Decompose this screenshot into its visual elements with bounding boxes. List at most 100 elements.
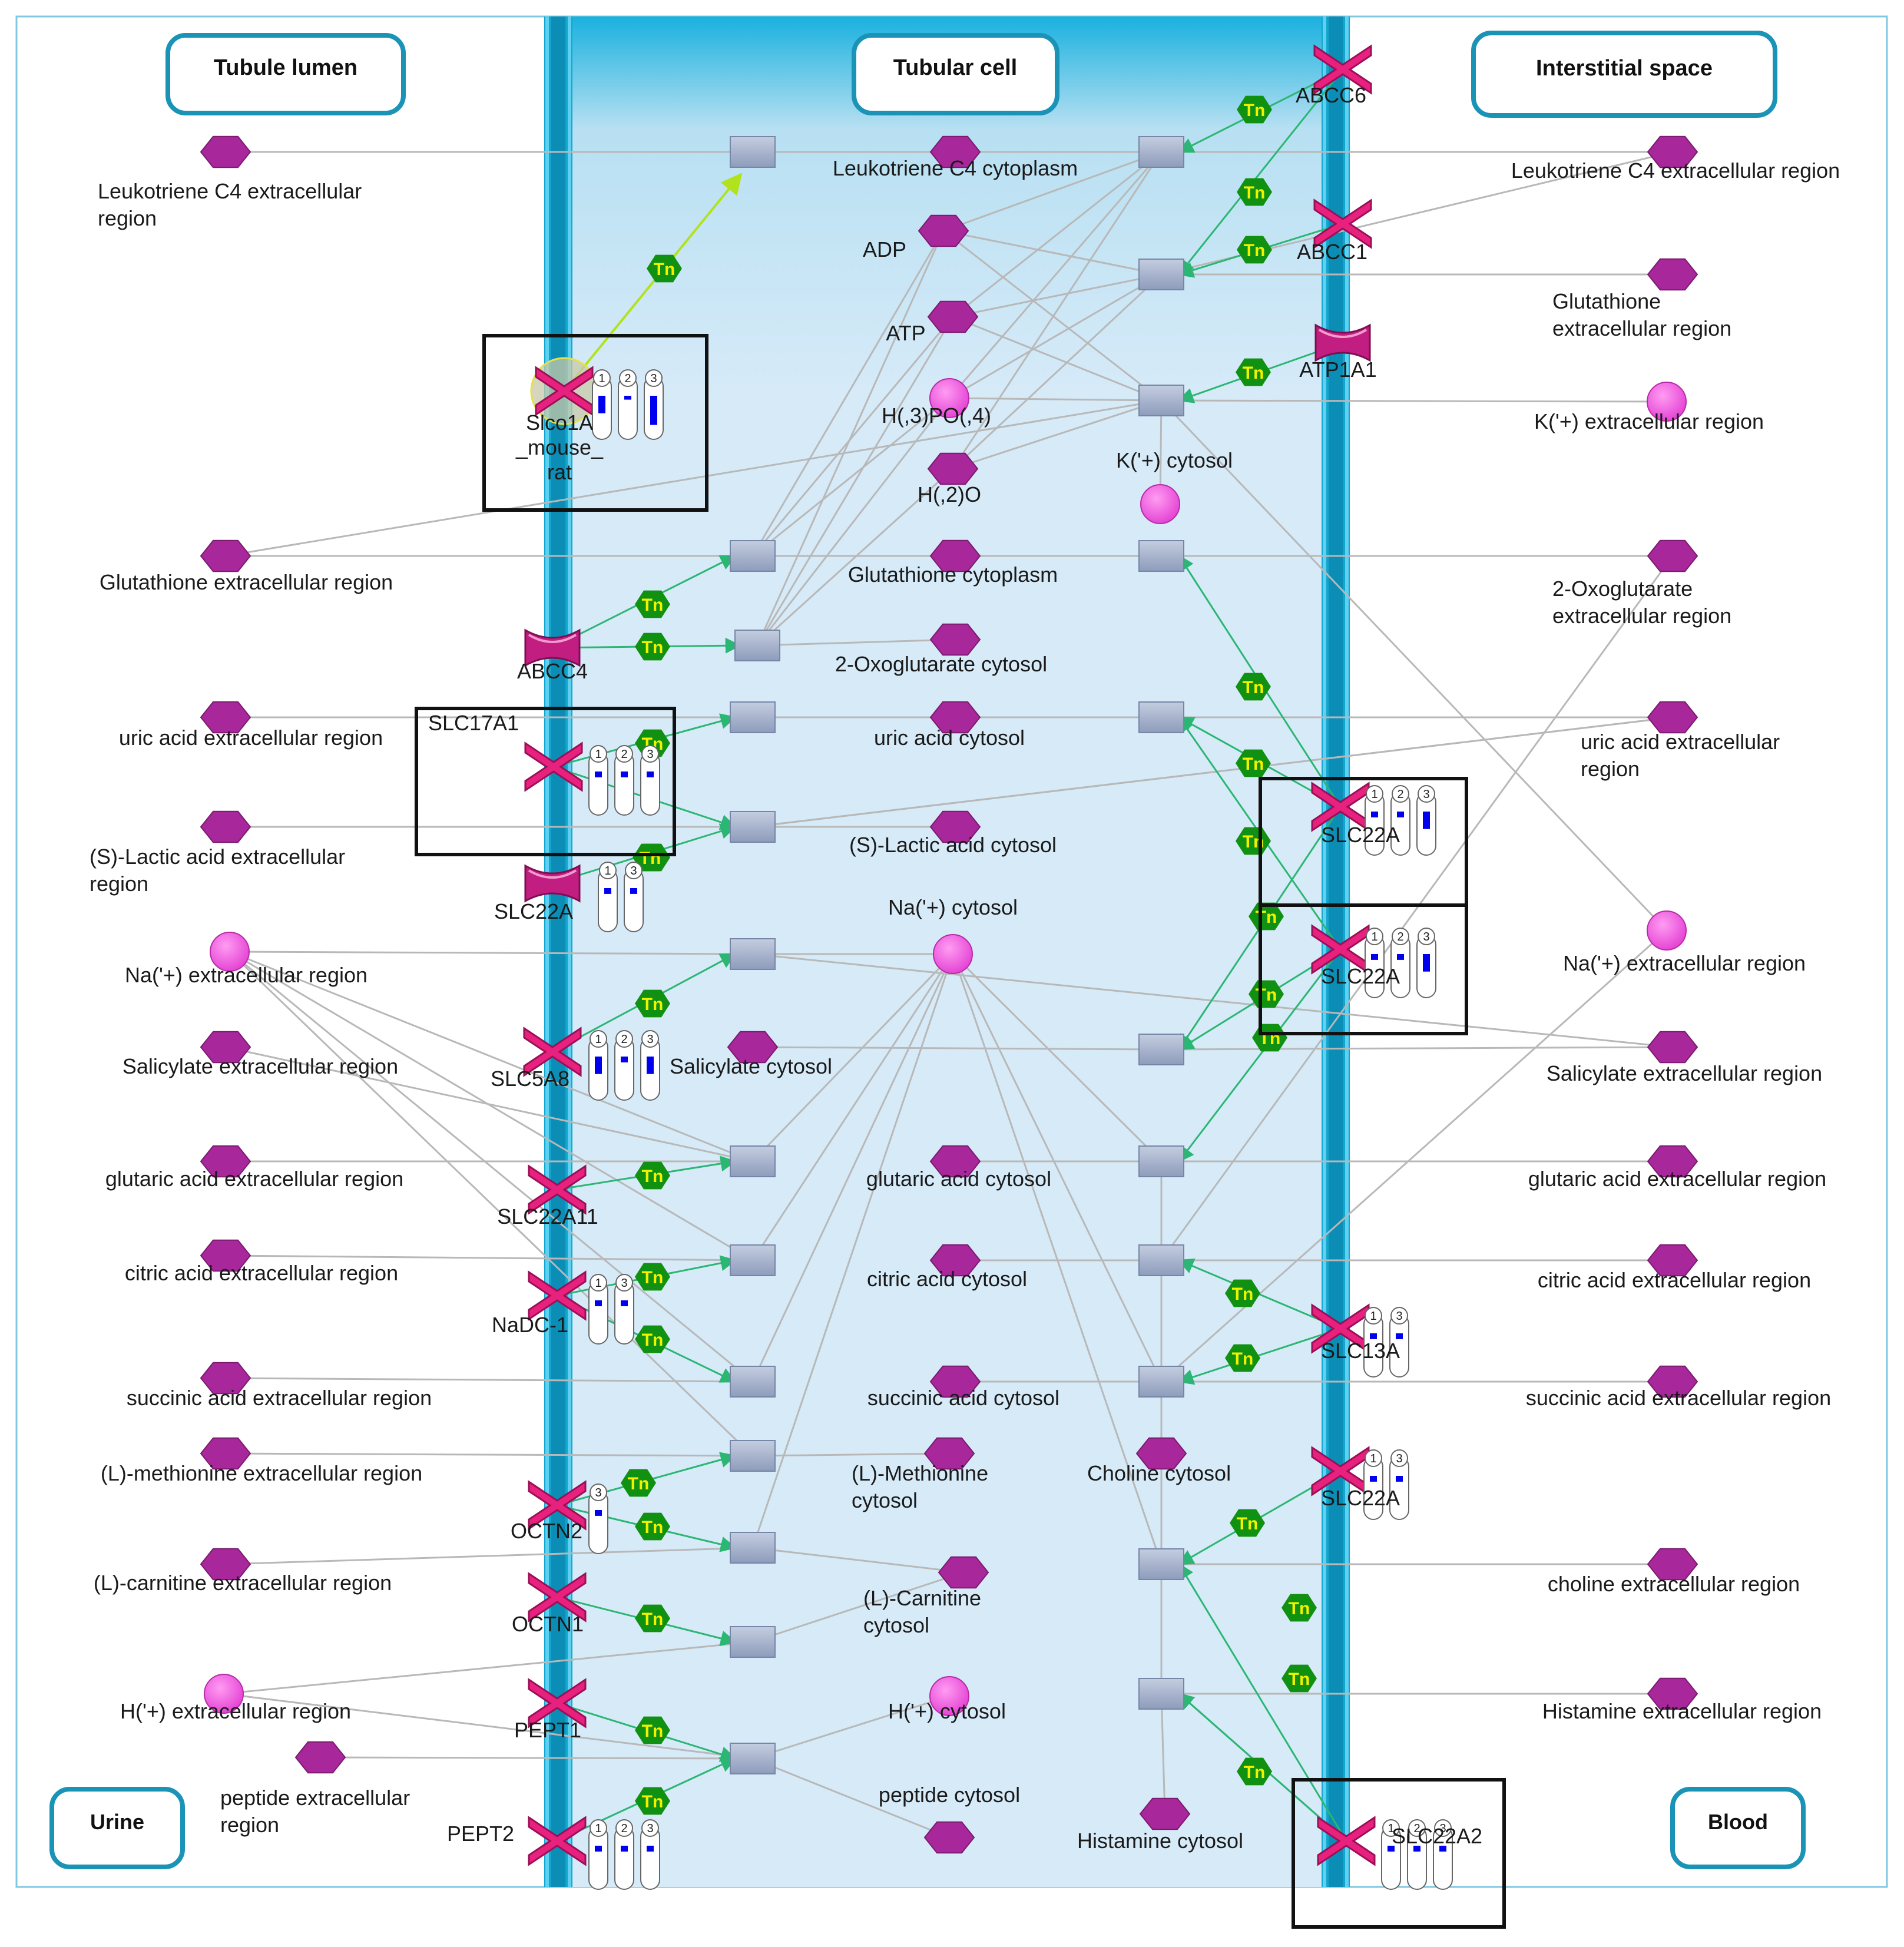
ion-icon (933, 934, 973, 974)
tn-label: Tn (1244, 183, 1266, 203)
transporter-abcc1[interactable]: ABCC1 (1297, 198, 1372, 264)
metabolite-label: ATP (886, 321, 925, 345)
expression-bar-badge (1365, 1307, 1382, 1325)
expression-bar-number: 1 (1388, 1822, 1394, 1835)
metabolite-h3po4[interactable]: H(,3)PO(,4) (882, 378, 991, 428)
expression-bar-fill (1371, 812, 1378, 817)
reaction-node (1138, 259, 1184, 290)
transporter-label: OCTN1 (512, 1612, 584, 1636)
metabolite-uric-cyto[interactable]: uric acid cytosol (874, 701, 1025, 750)
metabolite-label-line: Glutathione (1552, 289, 1661, 313)
metabolite-ltc4-ext-r[interactable]: Leukotriene C4 extracellular region (1511, 135, 1840, 183)
metabolite-adp[interactable]: ADP (863, 214, 969, 261)
metabolite-sal-ext-r[interactable]: Salicylate extracellular region (1547, 1031, 1822, 1085)
metabolite-icon (200, 135, 251, 168)
expression-bar-number: 1 (598, 372, 605, 385)
metabolite-cit-ext-r[interactable]: citric acid extracellular region (1538, 1244, 1811, 1292)
transporter-pept1[interactable]: PEPT1 (514, 1678, 587, 1742)
metabolite-icon (927, 300, 979, 333)
transporter-atp1a1[interactable]: ATP1A1 (1299, 323, 1377, 382)
expression-bar-number: 2 (621, 1033, 627, 1046)
metabolite-hist-cyto[interactable]: Histamine cytosol (1077, 1797, 1243, 1853)
metabolite-oxo-cyto[interactable]: 2-Oxoglutarate cytosol (835, 623, 1047, 676)
metabolite-label: Salicylate cytosol (670, 1054, 832, 1078)
metabolite-na-ext-l[interactable]: Na('+) extracellular region (125, 932, 367, 987)
transporter-slc22a11[interactable]: SLC22A11 (497, 1164, 598, 1229)
expression-bar-number: 1 (595, 1277, 601, 1290)
expression-bar: 3 (640, 1819, 660, 1890)
expression-bar-number: 3 (1396, 1452, 1402, 1465)
channel-highlight (1318, 329, 1367, 338)
transporter-abcc6[interactable]: ABCC6 (1296, 44, 1372, 107)
expression-bar-badge (590, 745, 607, 763)
transporter-icon (528, 1480, 587, 1531)
metabolite-cit-cyto[interactable]: citric acid cytosol (867, 1244, 1027, 1291)
metabolite-sal-cyto[interactable]: Salicylate cytosol (670, 1031, 832, 1078)
reaction-edge (752, 1445, 951, 1462)
metabolite-succ-ext-l[interactable]: succinic acid extracellular region (127, 1362, 432, 1410)
metabolite-ltc4-cyto[interactable]: Leukotriene C4 cytoplasm (833, 135, 1078, 180)
metabolite-met-ext[interactable]: (L)-methionine extracellular region (101, 1437, 422, 1485)
metabolite-label-line: region (220, 1813, 279, 1837)
transporter-label: Slco1A_mouse_rat (515, 410, 604, 484)
transporter-octn1[interactable]: OCTN1 (512, 1572, 587, 1636)
metabolite-glutar-ext-r[interactable]: glutaric acid extracellular region (1528, 1145, 1826, 1191)
metabolite-na-ext-r[interactable]: Na('+) extracellular region (1563, 910, 1806, 975)
metabolite-icon (1647, 539, 1698, 572)
metabolite-glutar-cyto[interactable]: glutaric acid cytosol (866, 1145, 1051, 1191)
metabolite-na-cyto[interactable]: Na('+) cytosol (888, 895, 1018, 974)
metabolite-h-ext[interactable]: H('+) extracellular region (120, 1674, 351, 1723)
metabolite-label: Na('+) cytosol (888, 895, 1018, 919)
metabolite-h-cyto[interactable]: H('+) cytosol (888, 1676, 1006, 1723)
reaction-edge (751, 716, 1673, 833)
transporter-icon (524, 741, 583, 792)
metabolite-chol-cyto[interactable]: Choline cytosol (1087, 1437, 1231, 1485)
metabolite-glutar-ext-l[interactable]: glutaric acid extracellular region (105, 1145, 403, 1191)
metabolite-lact-cyto[interactable]: (S)-Lactic acid cytosol (849, 810, 1057, 857)
metabolite-cit-ext-l[interactable]: citric acid extracellular region (125, 1239, 398, 1285)
reaction-edge (1160, 554, 1674, 1261)
metabolite-icon (929, 135, 981, 168)
metabolite-k-ext[interactable]: K('+) extracellular region (1534, 382, 1764, 433)
metabolite-succ-ext-r[interactable]: succinic acid extracellular region (1526, 1365, 1831, 1410)
tn-badge: Tn (1236, 358, 1271, 386)
metabolite-chol-ext[interactable]: choline extracellular region (1548, 1548, 1800, 1596)
metabolite-h2o[interactable]: H(,2)O (918, 452, 981, 506)
reaction-edge (224, 399, 1162, 562)
metabolite-k-cyto[interactable]: K('+) cytosol (1116, 448, 1233, 524)
metabolite-pep-cyto[interactable]: peptide cytosol (879, 1783, 1020, 1854)
metabolite-label: glutaric acid cytosol (866, 1167, 1051, 1191)
metabolite-sal-ext-l[interactable]: Salicylate extracellular region (122, 1031, 398, 1078)
metabolite-hist-ext[interactable]: Histamine extracellular region (1542, 1677, 1822, 1723)
metabolite-car-ext[interactable]: (L)-carnitine extracellular region (94, 1548, 392, 1595)
metabolite-glut-ext-l[interactable]: Glutathione extracellular region (100, 539, 393, 594)
transporter-icon (528, 1572, 587, 1622)
metabolite-succ-cyto[interactable]: succinic acid cytosol (867, 1365, 1059, 1410)
metabolite-uric-ext-l[interactable]: uric acid extracellular region (119, 701, 383, 750)
tn-badge: Tn (635, 1604, 670, 1633)
metabolite-atp[interactable]: ATP (886, 300, 979, 345)
metabolite-glut-cyto[interactable]: Glutathione cytoplasm (848, 539, 1058, 587)
transporter-abcc4[interactable]: ABCC4 (517, 628, 588, 683)
